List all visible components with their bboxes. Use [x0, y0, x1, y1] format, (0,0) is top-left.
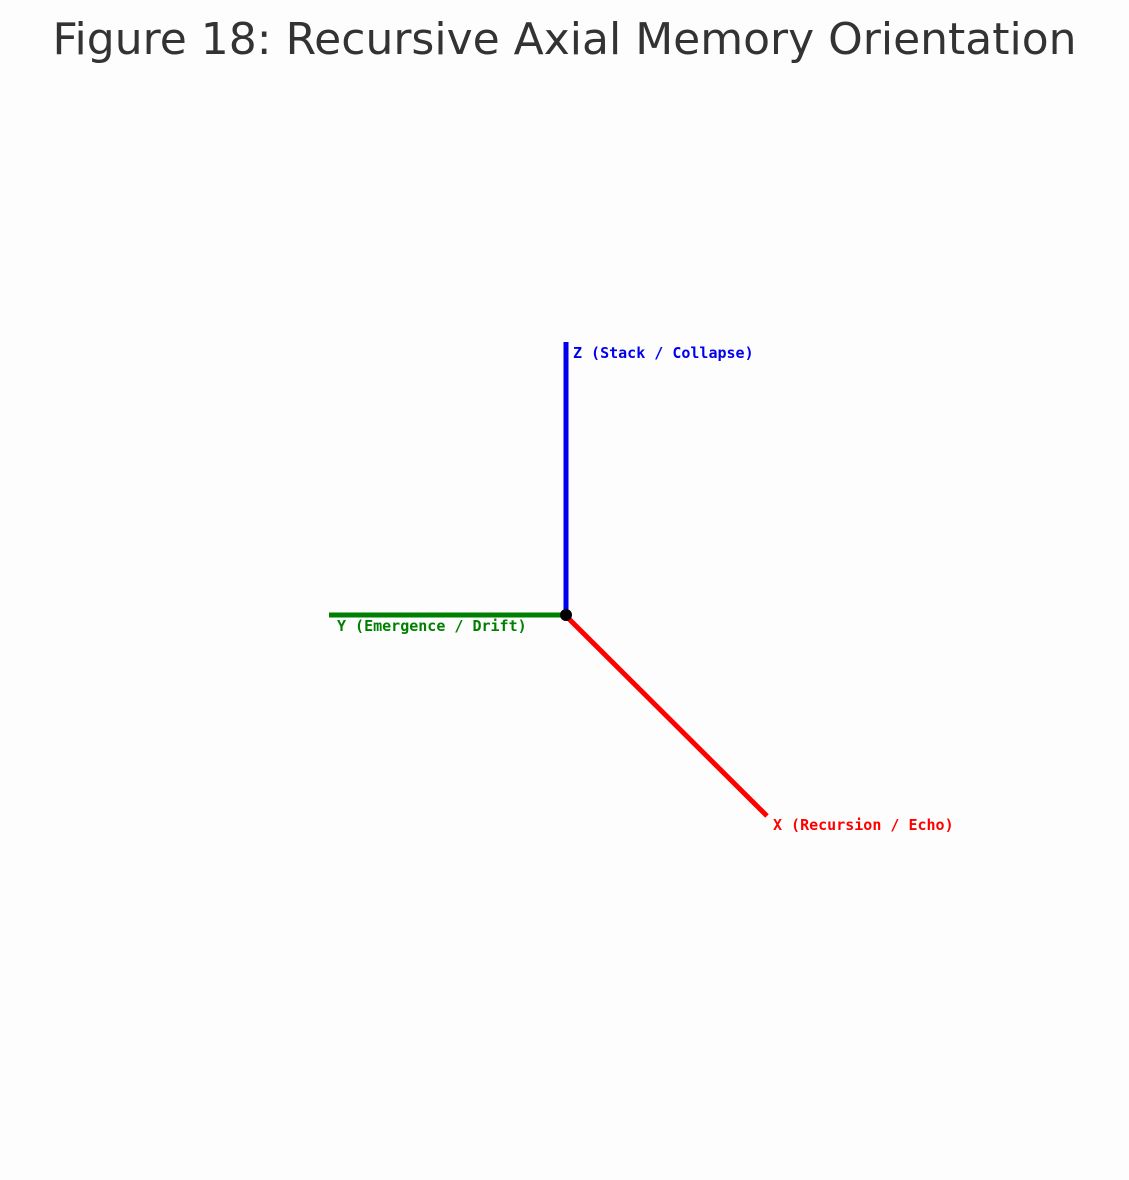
figure-title: Figure 18: Recursive Axial Memory Orient…	[52, 14, 1077, 65]
y-axis-label: Y (Emergence / Drift)	[337, 617, 527, 635]
x-axis-line	[564, 614, 769, 818]
z-axis-label: Z (Stack / Collapse)	[573, 344, 754, 362]
x-axis-label: X (Recursion / Echo)	[773, 816, 954, 834]
origin-point	[560, 609, 572, 621]
